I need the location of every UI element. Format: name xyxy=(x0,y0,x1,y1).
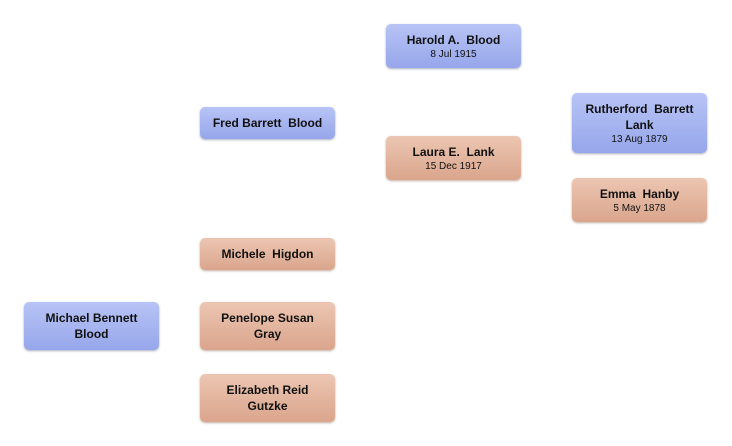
person-card-rutherford-lank[interactable]: Rutherford Barrett Lank 13 Aug 1879 xyxy=(572,93,707,153)
person-card-fred-blood[interactable]: Fred Barrett Blood xyxy=(200,107,335,139)
person-date: 8 Jul 1915 xyxy=(430,48,477,60)
person-card-laura-lank[interactable]: Laura E. Lank 15 Dec 1917 xyxy=(386,136,521,180)
person-date: 5 May 1878 xyxy=(613,202,666,214)
person-card-penelope-gray[interactable]: Penelope Susan Gray xyxy=(200,302,335,350)
person-card-harold-blood[interactable]: Harold A. Blood 8 Jul 1915 xyxy=(386,24,521,68)
person-date: 15 Dec 1917 xyxy=(425,160,482,172)
person-date: 13 Aug 1879 xyxy=(611,133,668,145)
person-name: Penelope Susan Gray xyxy=(221,311,318,341)
person-name: Rutherford Barrett Lank xyxy=(585,101,697,132)
person-name: Michael Bennett Blood xyxy=(45,311,141,341)
person-name: Emma Hanby xyxy=(599,186,680,201)
person-name: Michele Higdon xyxy=(221,247,314,261)
person-card-emma-hanby[interactable]: Emma Hanby 5 May 1878 xyxy=(572,178,707,222)
person-name: Elizabeth Reid Gutzke xyxy=(226,383,312,413)
person-name: Harold A. Blood xyxy=(406,32,501,47)
person-name: Fred Barrett Blood xyxy=(212,116,323,130)
person-name: Laura E. Lank xyxy=(412,144,495,159)
person-card-elizabeth-gutzke[interactable]: Elizabeth Reid Gutzke xyxy=(200,374,335,422)
person-card-michael-blood[interactable]: Michael Bennett Blood xyxy=(24,302,159,350)
person-card-michele-higdon[interactable]: Michele Higdon xyxy=(200,238,335,270)
